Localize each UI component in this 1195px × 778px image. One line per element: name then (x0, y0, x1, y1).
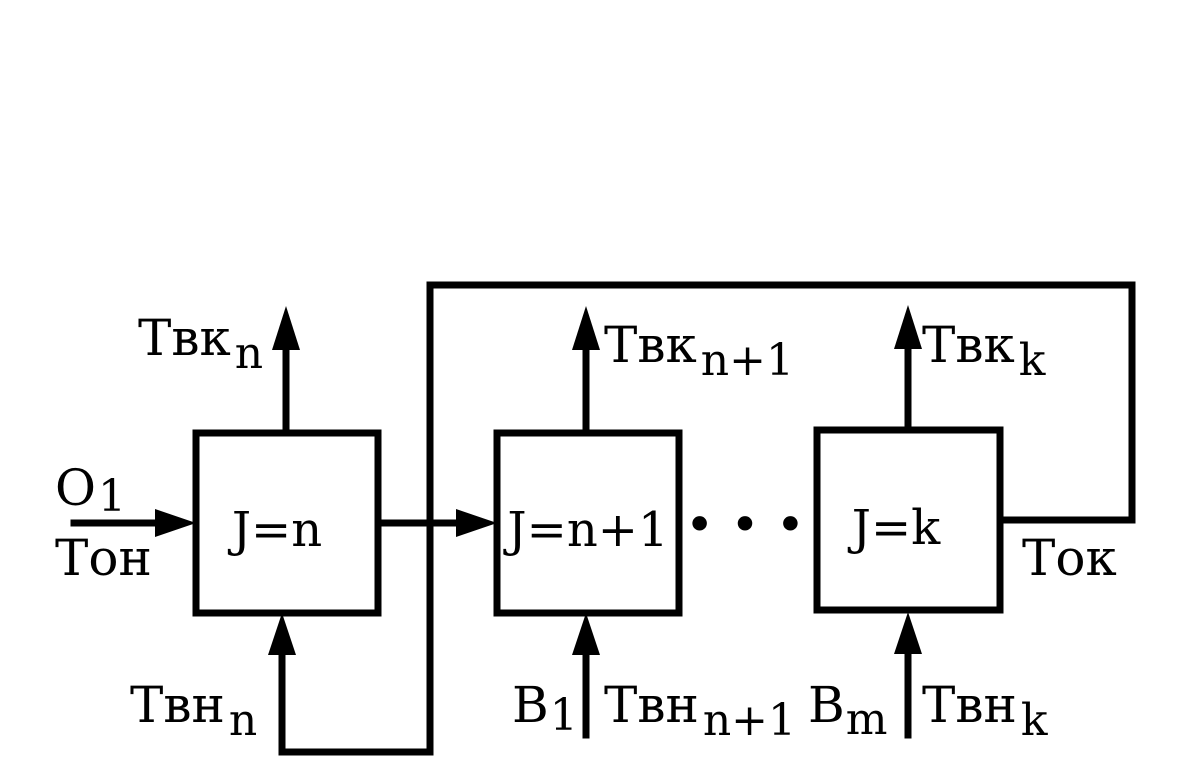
link-n-to-n1-arrowhead (456, 509, 497, 537)
output-t-ok-label: Ток (1022, 529, 1117, 587)
bm-label: Bm (808, 676, 887, 745)
top-label-k: Твкk (922, 316, 1046, 386)
top-arrow-n1-head (572, 306, 600, 350)
block-n1 (493, 429, 683, 617)
b1-label: B1 (512, 676, 578, 741)
bottom-arrow-n-head (268, 613, 296, 655)
top-label-n: Твкn (138, 309, 263, 379)
ellipsis: • • • (685, 496, 805, 554)
bottom-label-n: Твнn (130, 676, 257, 746)
block-n (192, 429, 382, 617)
top-arrow-n-head (272, 306, 300, 350)
bottom-label-n1: Твнn+1 (604, 676, 796, 746)
bottom-arrow-n1-head (572, 613, 600, 655)
block-n1-label: J=n+1 (502, 502, 668, 558)
input-o-label: O1 (55, 459, 126, 522)
top-arrow-k-head (894, 305, 922, 349)
block-n-label: J=n (227, 502, 322, 558)
feed-arrowhead (155, 509, 196, 537)
block-k-label: J=k (847, 500, 941, 556)
recycle-loop-line (278, 281, 1136, 756)
block-k (813, 426, 1004, 614)
top-label-n1: Твкn+1 (604, 316, 794, 386)
input-t-on-label: Тон (55, 529, 152, 587)
bottom-label-k: Твнk (922, 676, 1048, 746)
bottom-arrow-k-head (894, 612, 922, 654)
